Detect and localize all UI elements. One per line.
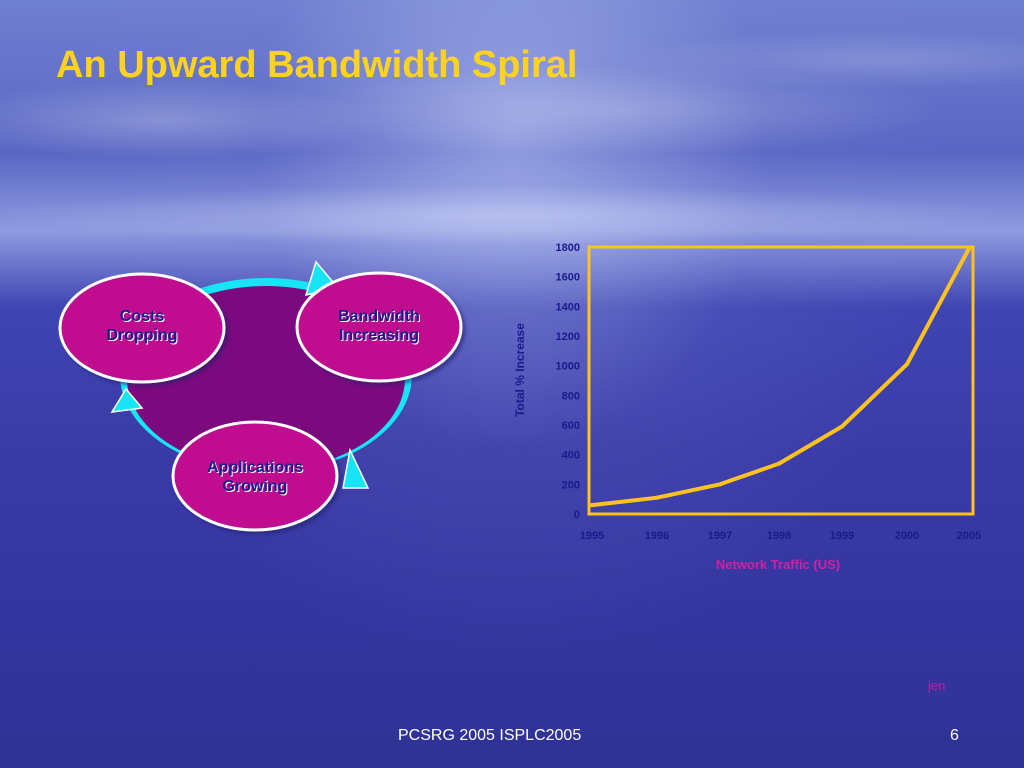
- chart-data-point: [718, 482, 722, 487]
- y-tick-label: 1000: [556, 361, 580, 373]
- x-tick-label: 1998: [767, 530, 791, 542]
- y-tick-label: 1800: [556, 242, 580, 254]
- x-tick-label: 2000: [895, 530, 919, 542]
- chart-data-point: [777, 461, 781, 466]
- cycle-arrow-left: [110, 387, 144, 413]
- y-tick-label: 600: [562, 420, 580, 432]
- x-tick-label: 1996: [645, 530, 669, 542]
- chart-data-point: [967, 246, 971, 251]
- x-axis-label: Network Traffic (US): [716, 557, 840, 572]
- chart-data-point: [905, 362, 909, 367]
- x-tick-label: 1995: [580, 530, 604, 542]
- y-tick-label: 0: [574, 509, 580, 521]
- cycle-node-bandwidth-label: Bandwidth Increasing: [338, 308, 420, 344]
- y-tick-label: 400: [562, 450, 580, 462]
- slide-title: An Upward Bandwidth Spiral: [56, 44, 578, 86]
- cycle-arrow-right: [342, 447, 370, 489]
- chart-data-point: [590, 503, 594, 508]
- sky-background: [0, 0, 1024, 260]
- y-tick-label: 200: [562, 479, 580, 491]
- chart-data-point: [840, 424, 844, 429]
- page-number: 6: [950, 727, 959, 744]
- y-axis-label: Total % Increase: [513, 323, 527, 417]
- x-tick-label: 1997: [708, 530, 732, 542]
- cycle-node-applications-label: Applications Growing: [206, 459, 303, 495]
- x-tick-label: 1999: [830, 530, 854, 542]
- chart-plot-frame: [587, 245, 975, 516]
- y-tick-label: 1600: [556, 272, 580, 284]
- cycle-node-costs: [58, 272, 226, 384]
- cycle-node-applications: [171, 420, 339, 532]
- footer-text: PCSRG 2005 ISPLC2005: [398, 727, 582, 744]
- chart-data-point: [655, 495, 659, 500]
- author-signature: jen: [928, 678, 946, 693]
- x-tick-label: 2005: [957, 530, 981, 542]
- cycle-node-bandwidth: [295, 271, 463, 383]
- cycle-node-costs-label: Costs Dropping: [106, 308, 178, 344]
- y-tick-label: 1400: [556, 301, 580, 313]
- y-tick-label: 1200: [556, 331, 580, 343]
- chart-series-line: [590, 246, 971, 508]
- y-tick-label: 800: [562, 390, 580, 402]
